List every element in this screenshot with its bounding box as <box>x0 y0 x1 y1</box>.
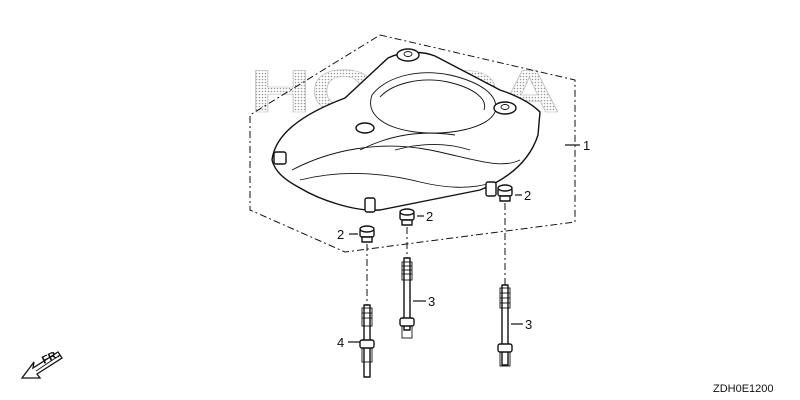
callout-1: 1 <box>583 138 590 153</box>
stud-bolt-center <box>399 257 415 339</box>
stud-bolt-left <box>359 304 375 378</box>
collar-nut-left <box>359 225 375 243</box>
callout-3-center: 3 <box>428 294 435 309</box>
fan-cover <box>271 48 541 213</box>
front-direction-label: FR. <box>40 348 61 366</box>
callout-2-right: 2 <box>524 188 531 203</box>
collar-nut-right <box>497 184 513 202</box>
assembly-boundary <box>249 34 576 253</box>
callout-4: 4 <box>337 335 344 350</box>
diagram-code: ZDH0E1200 <box>713 383 774 395</box>
stud-bolt-right <box>497 284 513 367</box>
callout-2-left: 2 <box>337 227 344 242</box>
callout-3-right: 3 <box>525 317 532 332</box>
front-direction-arrow <box>20 351 63 379</box>
callout-2-center: 2 <box>426 209 433 224</box>
collar-nut-center <box>399 208 415 226</box>
